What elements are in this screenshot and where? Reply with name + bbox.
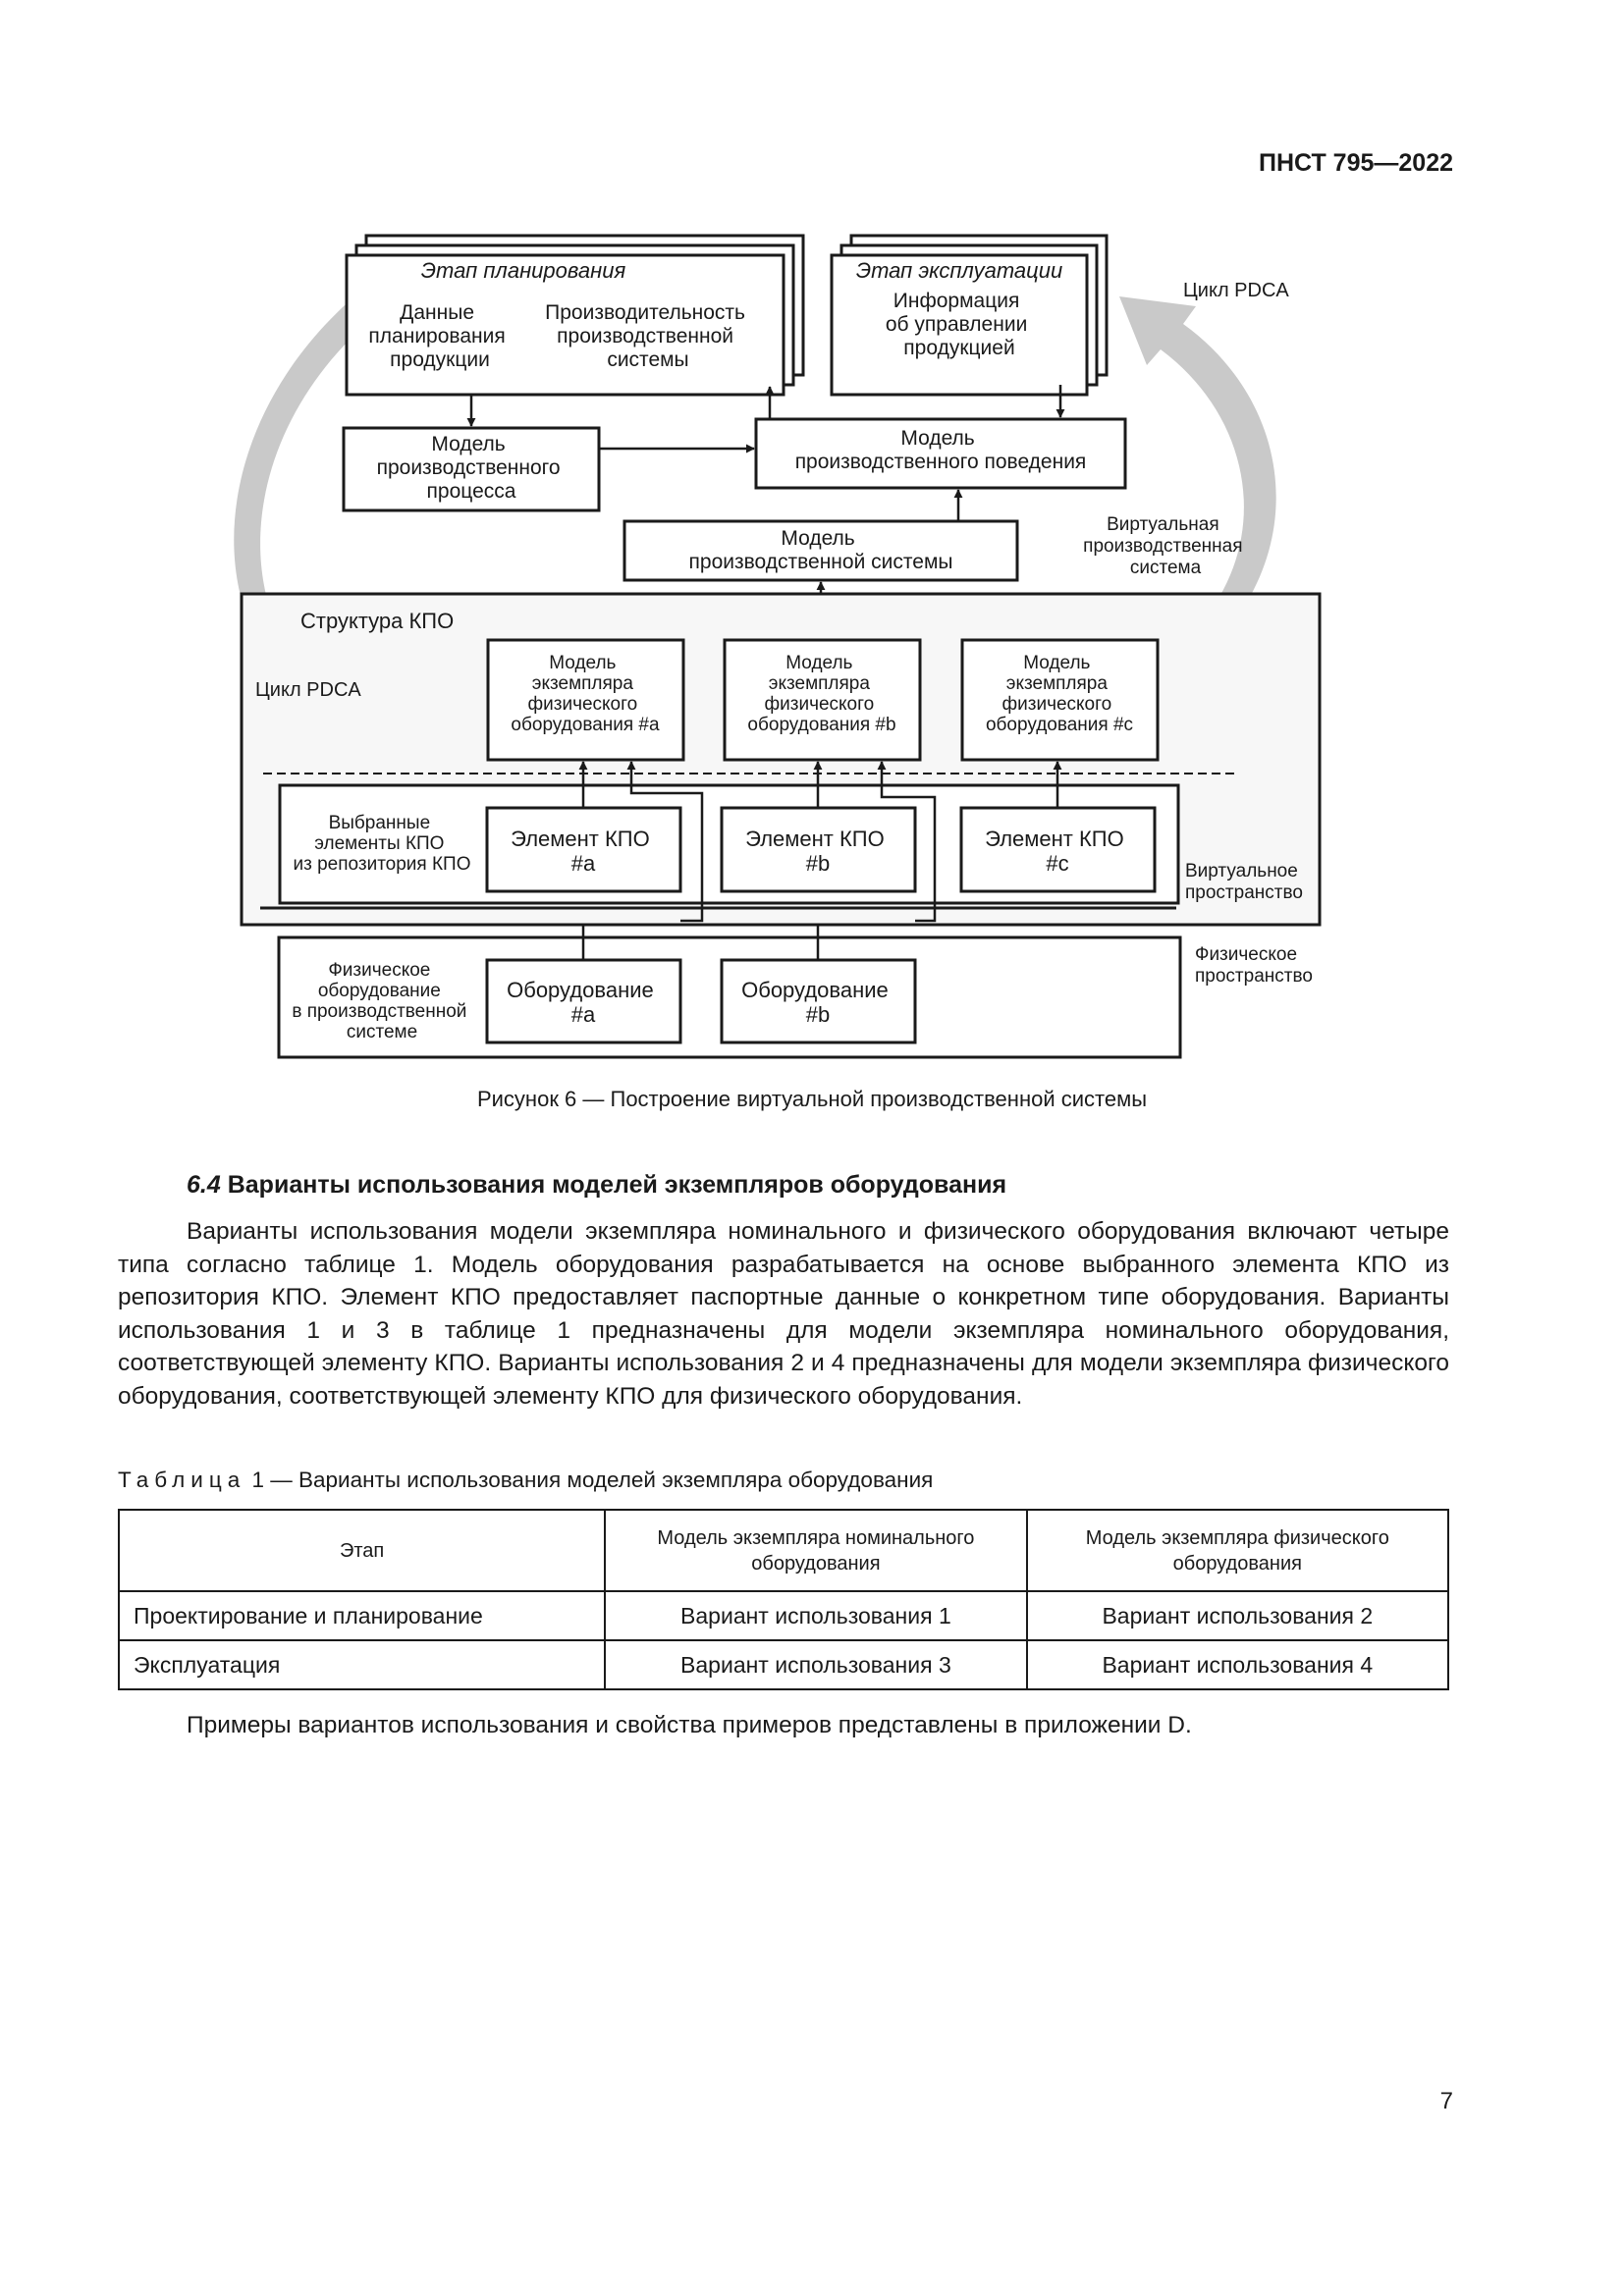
table-header-cell: Модель экземпляра физического оборудован… [1025,1509,1450,1592]
cpo-element-c-label: Элемент КПО #c [985,827,1130,876]
body-paragraph: Варианты использования модели экземпляра… [118,1215,1449,1413]
equipment-a-box [485,958,682,1044]
figure-caption: Рисунок 6 — Построение виртуальной произ… [476,1087,1148,1111]
physical-equipment-label: Физическое оборудование в производственн… [292,960,471,1042]
instance-model-c-box [960,638,1160,762]
cpo-element-b-label: Элемент КПО #b [745,827,891,876]
table-cell: Проектирование и планирование [117,1590,607,1641]
cpo-element-c-box [959,806,1157,893]
instance-model-b-box [723,638,922,762]
cpo-element-a-box [485,806,682,893]
process-model-label: Модель производственного процесса [377,433,567,503]
document-id: ПНСТ 795—2022 [1259,149,1453,177]
physical-space-label: Физическое пространство [1195,944,1313,987]
section-number: 6.4 [187,1171,221,1199]
equipment-a-label: Оборудование #a [507,978,660,1027]
section-heading: 6.4 Варианты использования моделей экзем… [187,1171,1006,1200]
process-model-box [342,426,601,512]
pdca-cycle-label-top: Цикл PDCA [1183,280,1289,301]
virtual-space-label: Виртуальное пространство [1185,861,1303,903]
body-paragraph-text: Варианты использования модели экземпляра… [118,1218,1449,1410]
closing-paragraph: Примеры вариантов использования и свойст… [187,1712,1192,1738]
cpo-element-a-label: Элемент КПО #a [511,827,656,876]
table-cell: Вариант использования 4 [1025,1639,1450,1690]
table-caption: 1 — Варианты использования моделей экзем… [251,1468,934,1492]
table-header-row: Этап Модель экземпляра номинального обор… [117,1509,1450,1592]
section-title: Варианты использования моделей экземпляр… [227,1171,1007,1199]
equipment-b-box [720,958,917,1044]
selected-cpo-elements-label: Выбранные элементы КПО из репозитория КП… [293,813,470,875]
cpo-element-b-box [720,806,917,893]
table-row: Проектирование и планирование Вариант ис… [117,1590,1450,1641]
table-cell: Эксплуатация [117,1639,607,1690]
cpo-element-boxes: Элемент КПО #a Элемент КПО #b Элемент КП… [485,806,1157,893]
planning-stage-box [345,253,785,397]
table-cell: Вариант использования 1 [604,1590,1028,1641]
lower-connectors [578,761,1062,960]
instance-model-boxes: Модель экземпляра физического оборудован… [486,638,1160,762]
table-title: Таблица 1 — Варианты использования модел… [118,1468,933,1493]
instance-model-a-box [486,638,685,762]
table-header-cell: Этап [117,1509,607,1592]
instance-model-a-label: Модель экземпляра физического оборудован… [511,653,660,735]
behavior-model-label: Модель производственного поведения [795,427,1087,473]
equipment-boxes: Оборудование #a Оборудование #b [485,958,917,1044]
equipment-b-label: Оборудование #b [741,978,894,1027]
behavior-model-box [754,417,1127,490]
instance-model-c-label: Модель экземпляра физического оборудован… [986,653,1133,735]
page-number: 7 [1439,2088,1453,2114]
table-cell: Вариант использования 3 [604,1639,1028,1690]
table-cell: Вариант использования 2 [1025,1590,1450,1641]
system-model-label: Модель производственной системы [689,527,953,573]
table-label: Таблица [118,1468,246,1492]
virtual-production-system-label: Виртуальная производственная система [1083,514,1248,578]
usage-variants-table: Этап Модель экземпляра номинального обор… [117,1509,1450,1690]
figure-virtual-production-system: Этап планирования Данные планирования пр… [234,234,1322,1059]
operation-stage-title: Этап эксплуатации [856,258,1062,283]
table-row: Эксплуатация Вариант использования 3 Вар… [117,1639,1450,1690]
cpo-structure-label: Структура КПО [300,609,454,633]
planning-data-label: Данные планирования продукции [368,301,511,371]
pdca-cycle-arrows [234,280,1276,738]
instance-model-b-label: Модель экземпляра физического оборудован… [747,653,895,735]
operation-stage-box [830,253,1089,397]
pdca-cycle-label-left: Цикл PDCA [255,679,361,701]
product-management-info-label: Информация об управлении продукцией [886,290,1033,359]
system-model-box [623,519,1019,582]
table-header-cell: Модель экземпляра номинального оборудова… [604,1509,1028,1592]
system-performance-label: Производительность производственной сист… [545,301,751,371]
planning-stage-title: Этап планирования [421,258,626,283]
